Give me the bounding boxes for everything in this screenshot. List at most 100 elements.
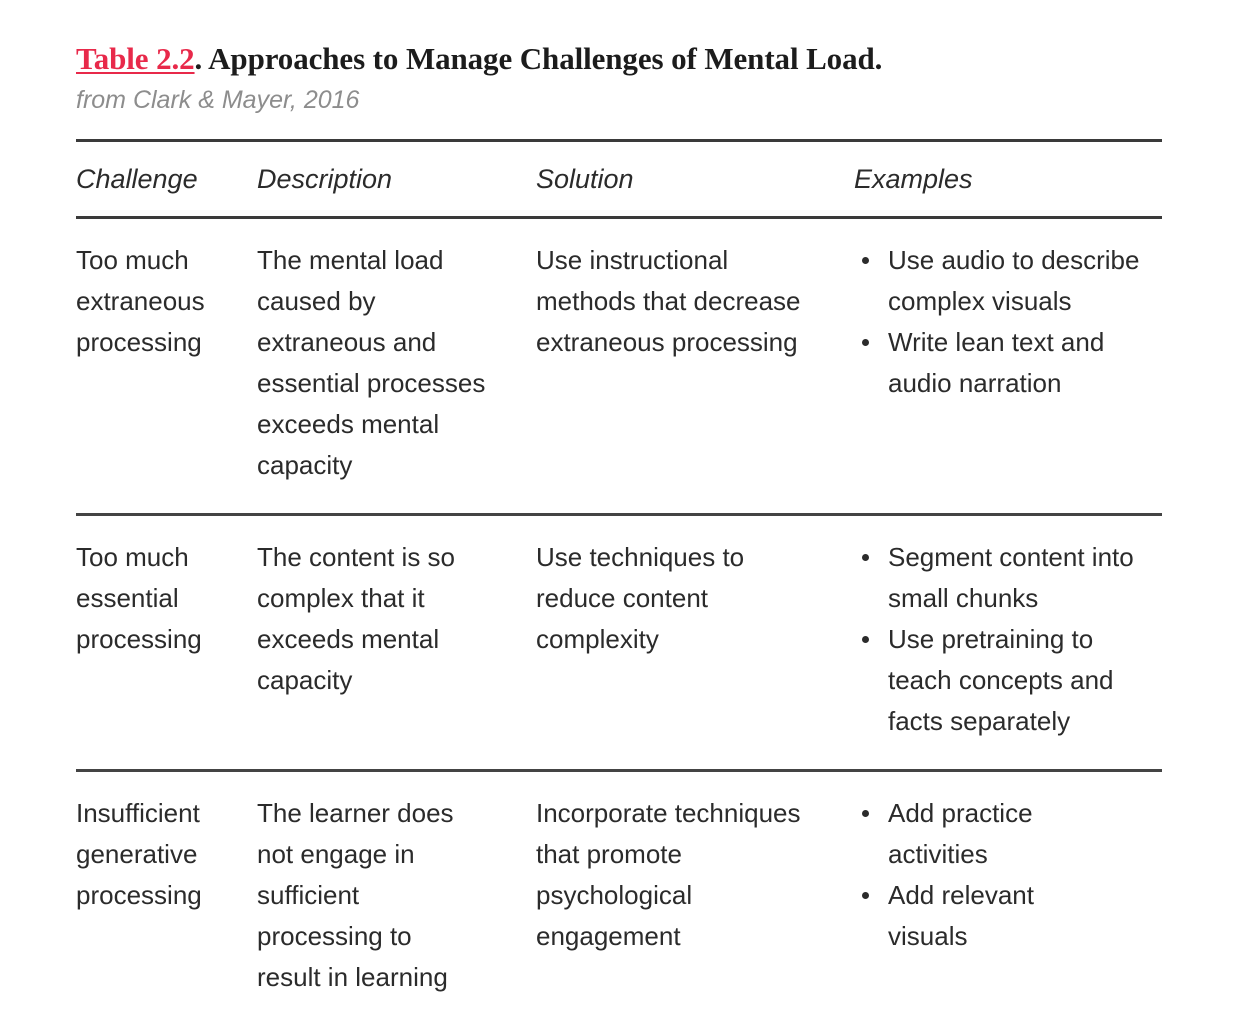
list-item-line: Use audio to describe (888, 245, 1140, 275)
list-item-line: Write lean text and (888, 327, 1105, 357)
header-cell-examples: Examples (854, 162, 1162, 196)
table-row-divider (76, 513, 1162, 516)
header-cell-challenge: Challenge (76, 162, 257, 196)
cell-text-description: The learner does not engage in sufficient p… (257, 793, 522, 998)
list-item-line: small chunks (888, 583, 1039, 613)
cell-line: Use instructional (536, 245, 729, 275)
cell-challenge: Insufficient generative processing (76, 793, 257, 998)
bullet-dot-icon (862, 257, 869, 264)
cell-line: The content is so (257, 542, 455, 572)
header-label-description: Description (257, 164, 393, 194)
table-header-rule (76, 216, 1162, 219)
list-item: Use audio to describe complex visuals (854, 240, 1148, 322)
cell-text-challenge: Too much extraneous processing (76, 240, 243, 363)
cell-line: engagement (536, 921, 681, 951)
table-caption: Table 2.2. Approaches to Manage Challeng… (76, 40, 1166, 115)
cell-line: extraneous processing (536, 327, 798, 357)
cell-line: exceeds mental (257, 409, 440, 439)
cell-line: Incorporate techniques (536, 798, 801, 828)
cell-line: essential (76, 583, 179, 613)
cell-description: The learner does not engage in sufficient p… (257, 793, 536, 998)
cell-line: The mental load (257, 245, 444, 275)
list-item: Use pretraining to teach concepts and fact… (854, 619, 1148, 742)
list-item-line: activities (888, 839, 988, 869)
cell-line: generative (76, 839, 198, 869)
list-item-line: Add relevant (888, 880, 1034, 910)
cell-text-challenge: Insufficient generative processing (76, 793, 243, 916)
list-item-line: Segment content into (888, 542, 1134, 572)
list-item: Segment content into small chunks (854, 537, 1148, 619)
cell-line: capacity (257, 450, 353, 480)
cell-line: Too much (76, 245, 189, 275)
cell-challenge: Too much essential processing (76, 537, 257, 742)
table-top-rule (76, 139, 1162, 142)
cell-solution: Use techniques to reduce content complexit… (536, 537, 854, 742)
cell-text-description: The mental load caused by extraneous and es… (257, 240, 522, 486)
header-cell-solution: Solution (536, 162, 854, 196)
bullet-dot-icon (862, 636, 869, 643)
list-item-line: teach concepts and (888, 665, 1114, 695)
table-number-link[interactable]: Table 2.2 (76, 41, 195, 76)
header-label-challenge: Challenge (76, 164, 198, 194)
cell-line: result in learning (257, 962, 448, 992)
cell-line: processing to (257, 921, 412, 951)
cell-line: Use techniques to (536, 542, 745, 572)
bullet-dot-icon (862, 810, 869, 817)
caption-source: from Clark & Mayer, 2016 (76, 86, 360, 114)
cell-challenge: Too much extraneous processing (76, 240, 257, 486)
table-row-divider (76, 769, 1162, 772)
table-row: Too much essential processing The content … (76, 516, 1162, 769)
header-label-examples: Examples (854, 164, 973, 194)
cell-line: Too much (76, 542, 189, 572)
list-item-line: visuals (888, 921, 968, 951)
cell-line: not engage in (257, 839, 415, 869)
bullet-dot-icon (862, 892, 869, 899)
data-table: Challenge Description Solution Examples … (76, 139, 1162, 1025)
table-figure-page: Table 2.2. Approaches to Manage Challeng… (76, 40, 1166, 992)
list-item-line: Use pretraining to (888, 624, 1094, 654)
cell-text-solution: Use techniques to reduce content complexit… (536, 537, 840, 660)
cell-text-solution: Use instructional methods that decrease ex… (536, 240, 840, 363)
cell-solution: Use instructional methods that decrease ex… (536, 240, 854, 486)
cell-text-solution: Incorporate techniques that promote psycho… (536, 793, 840, 957)
cell-line: methods that decrease (536, 286, 801, 316)
list-item-line: facts separately (888, 706, 1071, 736)
list-item: Add practice activities (854, 793, 1148, 875)
cell-line: exceeds mental (257, 624, 440, 654)
cell-line: extraneous (76, 286, 205, 316)
cell-line: processing (76, 880, 202, 910)
table-row: Too much extraneous processing The mental … (76, 219, 1162, 513)
cell-line: that promote (536, 839, 682, 869)
cell-line: psychological (536, 880, 693, 910)
table-header-row: Challenge Description Solution Examples (76, 142, 1162, 216)
cell-line: processing (76, 624, 202, 654)
list-item-line: Add practice (888, 798, 1033, 828)
list-item-line: complex visuals (888, 286, 1072, 316)
cell-line: caused by (257, 286, 376, 316)
cell-solution: Incorporate techniques that promote psycho… (536, 793, 854, 998)
bullet-dot-icon (862, 554, 869, 561)
cell-text-challenge: Too much essential processing (76, 537, 243, 660)
header-cell-description: Description (257, 162, 536, 196)
bullet-dot-icon (862, 339, 869, 346)
cell-line: Insufficient (76, 798, 200, 828)
cell-line: sufficient (257, 880, 360, 910)
caption-title: Table 2.2. Approaches to Manage Challeng… (76, 40, 1166, 78)
caption-title-text: . Approaches to Manage Challenges of Men… (194, 41, 883, 76)
cell-line: reduce content (536, 583, 709, 613)
cell-line: capacity (257, 665, 353, 695)
cell-line: complexity (536, 624, 659, 654)
cell-line: essential processes (257, 368, 486, 398)
cell-line: extraneous and (257, 327, 437, 357)
cell-line: processing (76, 327, 202, 357)
header-label-solution: Solution (536, 164, 634, 194)
cell-line: The learner does (257, 798, 454, 828)
